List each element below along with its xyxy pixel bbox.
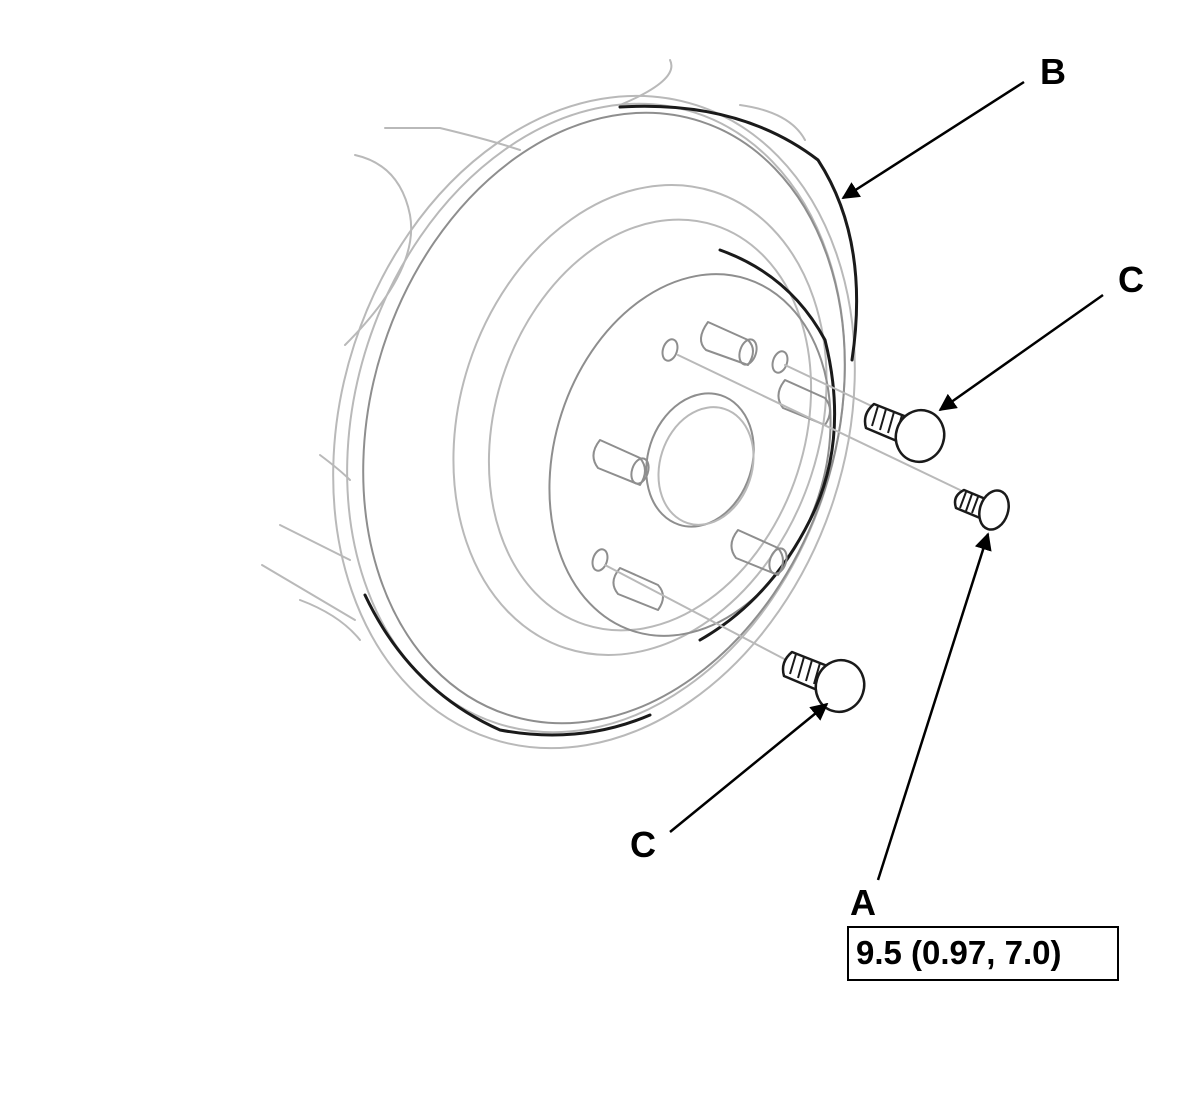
callout-label-b: B [1040,51,1066,92]
callout-label-c-lower: C [630,824,656,865]
leader-b [841,80,1025,200]
torque-spec-box [847,926,1119,981]
torque-spec: 9.5 (0.97, 7.0) [847,926,1119,981]
alignment-lines [604,354,961,663]
brake-disc [332,94,859,750]
callout-label-a: A [850,882,876,923]
disc-retaining-screw-a [953,488,1010,531]
upper-bolt-c [863,402,946,464]
callout-label-c-upper: C [1118,259,1144,300]
torque-spec-value: 9.5 (0.97, 7.0) [856,934,1061,971]
callout-leaders [669,80,1104,881]
leader-a [876,532,992,881]
knuckle-outline [261,59,806,641]
leader-c-lower [669,702,829,833]
leader-c-upper [938,293,1104,412]
wheel-studs [591,321,831,611]
lower-bolt-c [781,650,866,714]
